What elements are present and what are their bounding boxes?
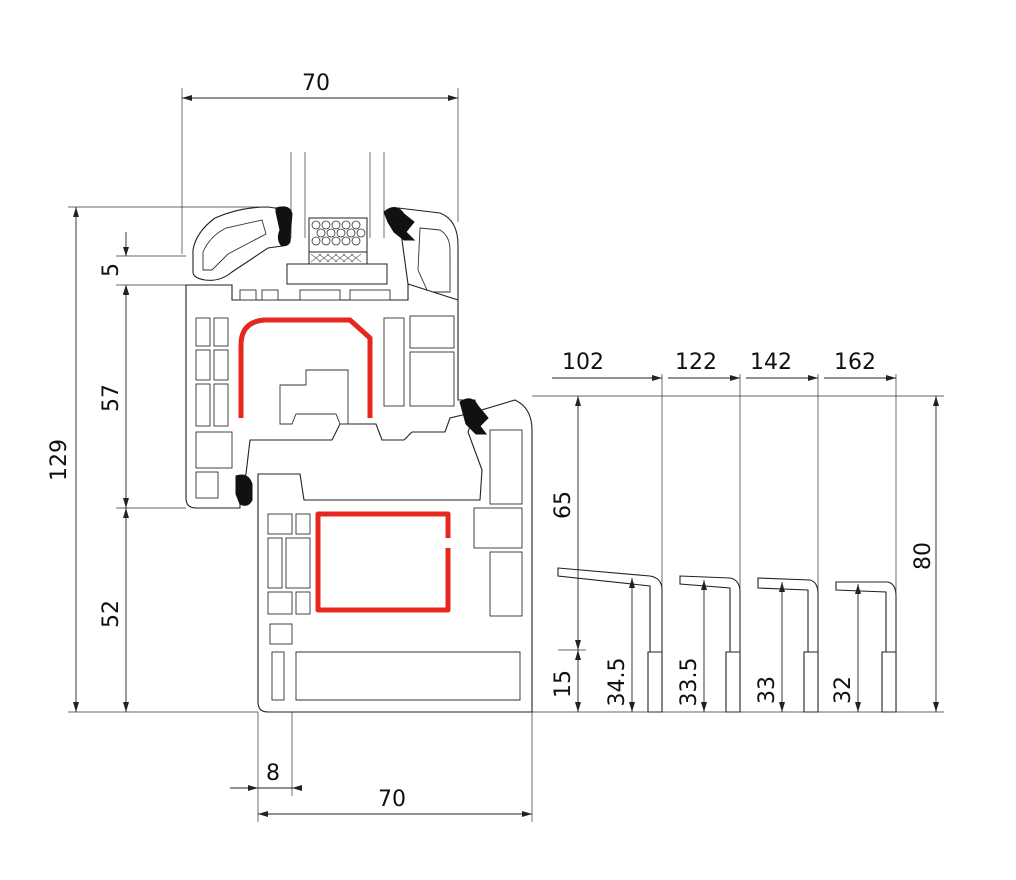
frame-chambers: [267, 429, 523, 701]
sash-chambers: [195, 289, 455, 499]
desiccant-pattern: [311, 220, 366, 246]
extension-lines: [68, 88, 944, 822]
dim-bottom-width: 70: [378, 787, 406, 812]
dim-sill-height-main: 65: [551, 491, 576, 519]
frame-reinforcement: [315, 511, 451, 613]
dim-sill-height-32: 32: [831, 676, 856, 704]
glass-sealant: [308, 251, 368, 265]
dim-sill-step: 15: [551, 670, 576, 698]
dimension-labels: 70 129 5 57 52 8 70 65 15 80 102 122 142…: [47, 71, 936, 812]
dim-total-height: 129: [47, 439, 72, 481]
sill-profile-102: [557, 567, 663, 713]
glazing: [286, 152, 388, 285]
gasket-frame-inner: [235, 474, 253, 506]
dimension-lines: [73, 95, 939, 817]
dim-sill-width-142: 142: [750, 350, 792, 375]
dim-frame-height: 52: [99, 600, 124, 628]
gasket-outer-glass: [383, 207, 416, 241]
sill-profile-142: [757, 577, 819, 713]
dim-sill-width-162: 162: [834, 350, 876, 375]
dim-seal-gap: 5: [99, 263, 124, 277]
frame-profile: [257, 399, 533, 713]
dim-sill-overall: 80: [911, 542, 936, 570]
dim-overlap: 8: [266, 761, 280, 786]
sill-profile-162: [835, 581, 897, 713]
dim-sill-width-102: 102: [562, 350, 604, 375]
gasket-sash-frame: [459, 398, 489, 435]
dim-sash-height: 57: [99, 384, 124, 412]
dim-sill-height-33: 33: [755, 676, 780, 704]
gasket-inner-glass: [275, 206, 293, 247]
dim-top-width: 70: [302, 71, 330, 96]
sash-reinforcement: [238, 317, 373, 418]
dim-sill-height-34-5: 34.5: [605, 658, 630, 707]
dim-sill-height-33-5: 33.5: [677, 658, 702, 707]
dim-sill-width-122: 122: [675, 350, 717, 375]
glazing-block: [286, 263, 388, 285]
